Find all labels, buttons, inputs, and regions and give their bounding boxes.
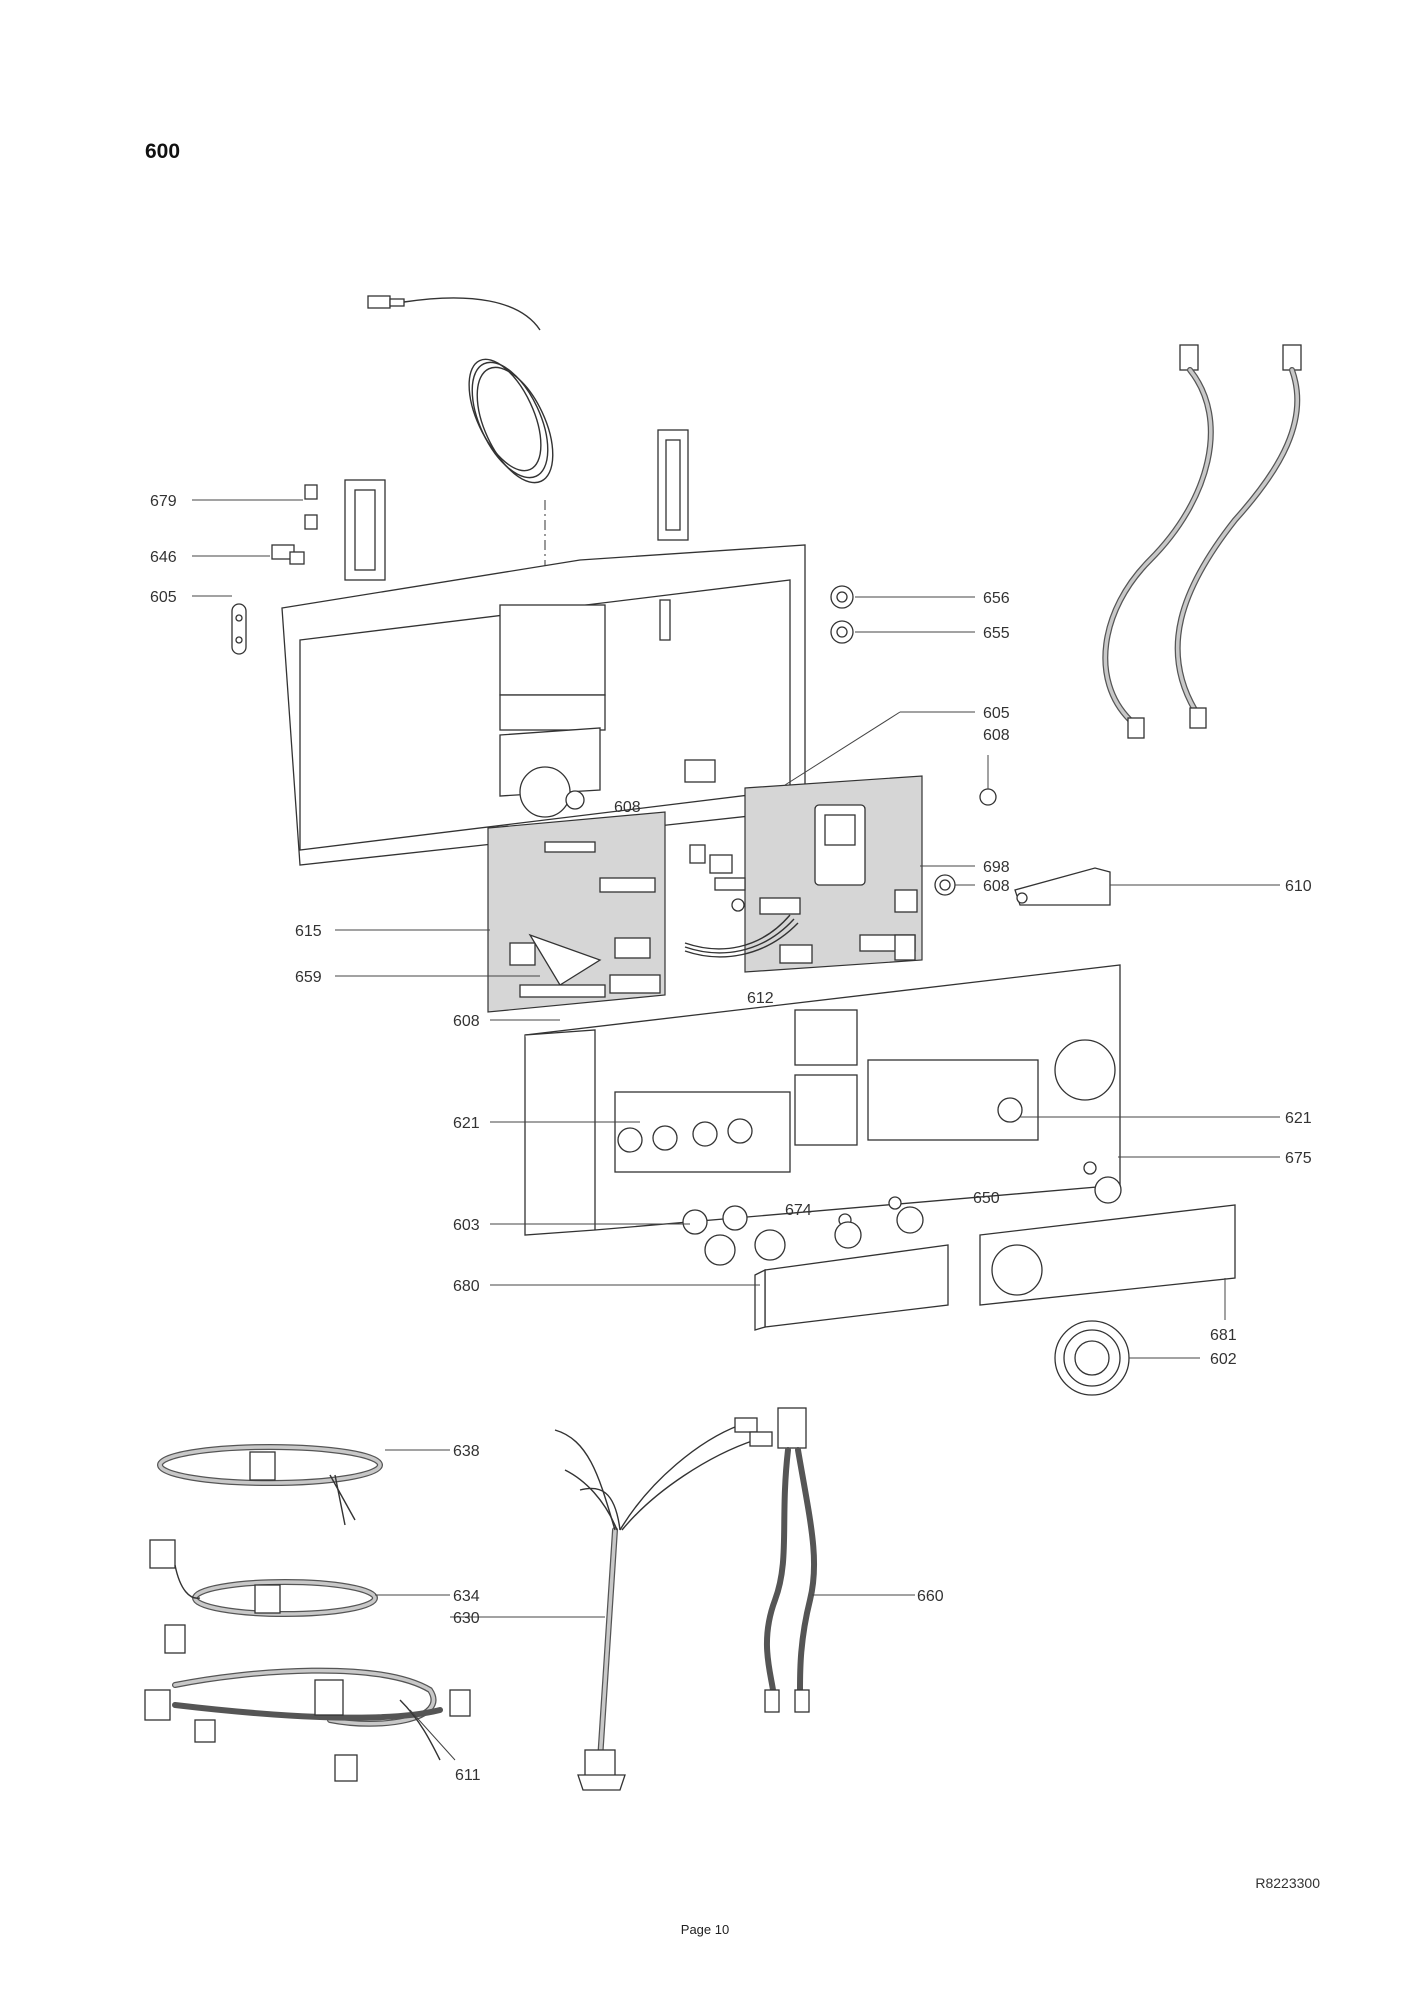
callout-656: 656	[983, 590, 1010, 607]
callout-660: 660	[917, 1588, 944, 1605]
washer-608-right	[979, 788, 997, 806]
section-title: 600	[145, 140, 181, 163]
leader-lines	[192, 499, 1280, 1761]
callout-608-panel: 608	[453, 1013, 480, 1030]
thermostat-probe	[367, 295, 554, 585]
washer-608-698	[934, 874, 956, 896]
callout-680: 680	[453, 1278, 480, 1295]
callout-605: 605	[150, 589, 177, 606]
callout-630: 630	[453, 1610, 480, 1627]
control-box-housing	[281, 544, 806, 866]
clip-646	[271, 544, 305, 565]
callout-675: 675	[1285, 1150, 1312, 1167]
callout-603: 603	[453, 1217, 480, 1234]
pressure-gauge-602	[1054, 1320, 1130, 1396]
display-frame-right	[657, 429, 689, 541]
ribbon-cable-612	[684, 914, 799, 958]
callout-labels: 679 646 605 656 655 605 608 608 698 608 …	[150, 493, 1312, 1784]
callout-612: 612	[747, 990, 774, 1007]
callout-608-right: 608	[983, 727, 1010, 744]
callout-621-left: 621	[453, 1115, 480, 1132]
callout-608-mid: 608	[614, 799, 641, 816]
callout-605-right: 605	[983, 705, 1010, 722]
cover-680	[754, 1244, 949, 1331]
pcb-698	[744, 775, 923, 973]
page-number: Page 10	[680, 1922, 730, 1937]
callout-621-right: 621	[1285, 1110, 1312, 1127]
knobs-603	[682, 1205, 786, 1266]
bracket-605-left	[231, 603, 247, 655]
callout-634: 634	[453, 1588, 480, 1605]
callout-638: 638	[453, 1443, 480, 1460]
knob-675	[1083, 1161, 1122, 1204]
cover-681	[979, 1204, 1236, 1306]
callout-659: 659	[295, 969, 322, 986]
connectors-612	[689, 844, 746, 912]
small-bushing-679	[304, 484, 318, 530]
nut-655	[830, 620, 854, 644]
callout-698: 698	[983, 859, 1010, 876]
display-frame-left	[344, 479, 386, 581]
callout-650: 650	[973, 1190, 1000, 1207]
bracket-610	[1014, 867, 1111, 906]
callout-615: 615	[295, 923, 322, 940]
callout-655: 655	[983, 625, 1010, 642]
callout-646: 646	[150, 549, 177, 566]
knobs-650	[834, 1196, 924, 1249]
cable-611	[144, 1667, 471, 1782]
cable-pair-top-right	[1102, 344, 1302, 739]
pcb-615	[487, 811, 666, 1013]
callout-674: 674	[785, 1202, 812, 1219]
callout-681: 681	[1210, 1327, 1237, 1344]
callout-610: 610	[1285, 878, 1312, 895]
harness-660	[763, 1407, 818, 1713]
drawing-reference: R8223300	[1255, 1875, 1320, 1891]
cable-634	[149, 1539, 378, 1654]
front-panel	[524, 964, 1121, 1236]
nut-656	[830, 585, 854, 609]
callout-608-698: 608	[983, 878, 1010, 895]
callout-602: 602	[1210, 1351, 1237, 1368]
harness-630	[554, 1417, 773, 1791]
cable-638	[157, 1444, 383, 1526]
callout-679: 679	[150, 493, 177, 510]
callout-611: 611	[455, 1767, 481, 1784]
